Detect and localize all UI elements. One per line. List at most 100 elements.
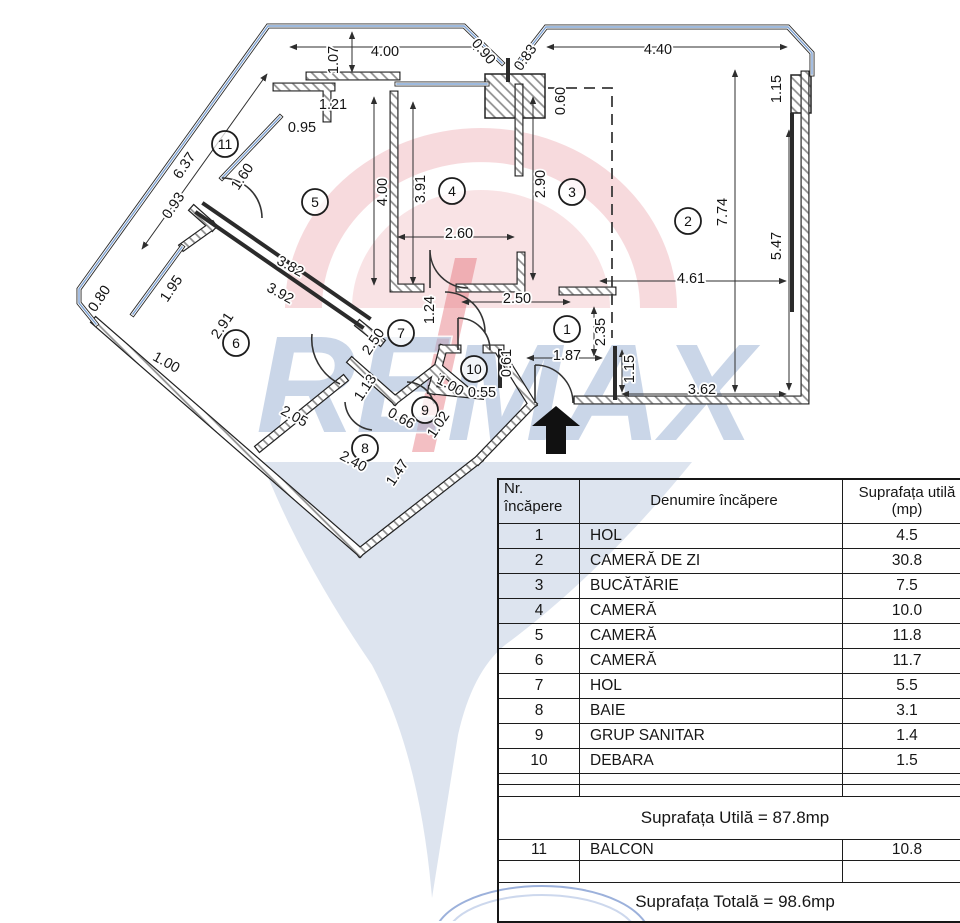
room-marker-5: 5 (302, 189, 328, 215)
dimension-label: 1.15 (622, 355, 638, 383)
room-name-cell: BAIE (580, 698, 843, 723)
table-row: 3 BUCĂTĂRIE 7.5 (498, 573, 960, 598)
room-number: 4 (448, 183, 456, 199)
dimension-label: 0.61 (499, 349, 515, 377)
dimension-label: 0.83 (511, 42, 540, 74)
table-row: 10 DEBARA 1.5 (498, 748, 960, 773)
empty-row (498, 773, 960, 784)
room-area-cell: 7.5 (843, 573, 960, 598)
room-number-cell: 9 (498, 723, 580, 748)
dimension-label: 1.15 (769, 75, 785, 103)
total-row: Suprafața Totală = 98.6mp (498, 882, 960, 922)
table-row: 2 CAMERĂ DE ZI 30.8 (498, 548, 960, 573)
room-area-cell: 4.5 (843, 523, 960, 548)
room-marker-10: 10 (461, 356, 487, 382)
dimension-label: 2.35 (593, 318, 609, 346)
room-number: 11 (218, 136, 233, 152)
empty-row (498, 784, 960, 796)
total-label: Suprafața Totală = 98.6mp (498, 882, 960, 922)
room-name-cell: HOL (580, 673, 843, 698)
room-number-cell: 6 (498, 648, 580, 673)
room-number-cell: 5 (498, 623, 580, 648)
header-room-name: Denumire încăpere (580, 479, 843, 523)
empty-row (498, 860, 960, 882)
room-area-cell: 11.8 (843, 623, 960, 648)
room-name-cell: GRUP SANITAR (580, 723, 843, 748)
room-name-cell: CAMERĂ (580, 648, 843, 673)
table-header-row: Nr. încăpere Denumire încăpere Suprafața… (498, 479, 960, 523)
room-number-cell: 7 (498, 673, 580, 698)
balcony-row: 11 BALCON 10.8 (498, 839, 960, 860)
dimension-label: 1.07 (326, 46, 342, 74)
dimension-label: 0.93 (159, 190, 188, 222)
dimension-label: 0.60 (553, 87, 569, 115)
dimension-label: 0.95 (288, 120, 316, 136)
dimension-label: 1.87 (553, 348, 581, 364)
header-room-number: Nr. încăpere (498, 479, 580, 523)
watermark-re: RE (256, 308, 452, 462)
room-number-cell: 3 (498, 573, 580, 598)
room-number: 8 (361, 440, 369, 456)
room-area-cell: 5.5 (843, 673, 960, 698)
room-area-cell: 10.8 (843, 839, 960, 860)
dimension-label: 0.55 (468, 385, 496, 401)
room-number-cell: 10 (498, 748, 580, 773)
dimension-label: 1.24 (422, 296, 438, 324)
dimension-label: 4.00 (375, 178, 391, 206)
room-marker-1: 1 (554, 316, 580, 342)
room-name-cell: CAMERĂ DE ZI (580, 548, 843, 573)
room-name-cell: CAMERĂ (580, 598, 843, 623)
dimension-label: 4.00 (371, 44, 399, 60)
room-area-cell: 3.1 (843, 698, 960, 723)
dimension-label: 0.90 (468, 36, 498, 68)
table-row: 9 GRUP SANITAR 1.4 (498, 723, 960, 748)
room-name-cell: BALCON (580, 839, 843, 860)
room-number-cell: 2 (498, 548, 580, 573)
table-row: 8 BAIE 3.1 (498, 698, 960, 723)
room-name-cell: CAMERĂ (580, 623, 843, 648)
room-area-cell: 1.4 (843, 723, 960, 748)
room-area-cell: 30.8 (843, 548, 960, 573)
dimension-label: 2.50 (503, 291, 531, 307)
dimension-label: 3.62 (688, 382, 716, 398)
dimension-label: 4.40 (644, 42, 672, 58)
room-marker-4: 4 (439, 178, 465, 204)
room-number-cell: 11 (498, 839, 580, 860)
room-marker-11: 11 (212, 131, 238, 157)
room-number: 1 (563, 321, 571, 337)
area-table: Nr. încăpere Denumire încăpere Suprafața… (497, 478, 948, 923)
room-number: 10 (466, 361, 482, 377)
room-number-cell: 8 (498, 698, 580, 723)
room-number: 3 (568, 184, 576, 200)
table-row: 6 CAMERĂ 11.7 (498, 648, 960, 673)
header-room-area: Suprafața utilă (mp) (843, 479, 960, 523)
subtotal-label: Suprafața Utilă = 87.8mp (498, 796, 960, 839)
room-area-cell: 11.7 (843, 648, 960, 673)
dimension-label: 7.74 (715, 198, 731, 226)
room-number: 2 (684, 213, 692, 229)
table-row: 1 HOL 4.5 (498, 523, 960, 548)
subtotal-row: Suprafața Utilă = 87.8mp (498, 796, 960, 839)
room-number: 5 (311, 194, 319, 210)
room-marker-7: 7 (388, 320, 414, 346)
table-row: 4 CAMERĂ 10.0 (498, 598, 960, 623)
dimension-label: 1.21 (319, 97, 347, 113)
room-name-cell: BUCĂTĂRIE (580, 573, 843, 598)
dimension-label: 0.80 (85, 283, 114, 315)
room-name-cell: HOL (580, 523, 843, 548)
table-row: 7 HOL 5.5 (498, 673, 960, 698)
room-marker-2: 2 (675, 208, 701, 234)
room-area-cell: 10.0 (843, 598, 960, 623)
room-number: 7 (397, 325, 405, 341)
dimension-label: 3.91 (413, 175, 429, 203)
room-number-cell: 1 (498, 523, 580, 548)
room-marker-3: 3 (559, 179, 585, 205)
room-area-cell: 1.5 (843, 748, 960, 773)
room-number-cell: 4 (498, 598, 580, 623)
room-number: 9 (421, 402, 429, 418)
dimension-label: 2.60 (445, 226, 473, 242)
room-name-cell: DEBARA (580, 748, 843, 773)
dimension-label: 4.61 (677, 271, 705, 287)
dimension-label: 5.47 (769, 232, 785, 260)
